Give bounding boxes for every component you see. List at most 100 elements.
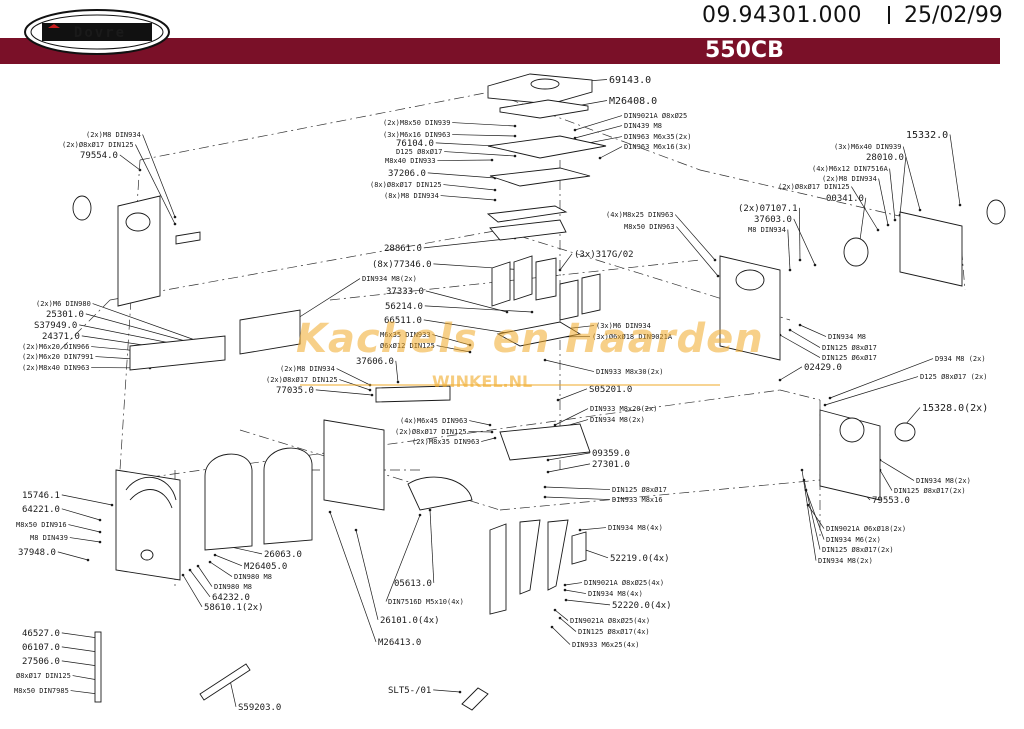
part-label: (3x)M6 DIN934	[596, 322, 651, 330]
part-label: 02429.0	[804, 363, 842, 373]
leader-line	[565, 599, 611, 606]
leader-line	[443, 184, 496, 191]
leader-line	[69, 537, 101, 543]
part-label: D934 M8 (2x)	[935, 355, 986, 363]
leader-line	[329, 511, 377, 642]
leader-line	[440, 195, 496, 201]
leader-dot	[490, 158, 494, 162]
leader-dot	[98, 518, 102, 522]
leader-line	[779, 334, 821, 358]
right-cover-disc	[894, 422, 916, 442]
leader-dot	[550, 625, 554, 629]
leader-line	[554, 408, 589, 426]
air-control-bar	[129, 335, 226, 371]
part-label: M6x35 DIN933	[380, 331, 431, 339]
leader-line	[564, 582, 583, 586]
leader-dot	[573, 128, 577, 132]
leader-line	[574, 125, 623, 139]
leader-line	[787, 229, 791, 271]
part-label: DIN934 M8(4x)	[608, 524, 663, 532]
leader-line	[336, 368, 371, 386]
baffle-strip-2	[489, 219, 567, 241]
leader-dot	[716, 274, 720, 278]
leg-bracket	[571, 531, 587, 565]
part-label: 27301.0	[592, 460, 630, 470]
part-label: 66511.0	[384, 316, 422, 326]
leader-dot	[800, 468, 804, 472]
door-glass-left	[204, 453, 253, 551]
leader-dot	[918, 208, 922, 212]
leader-dot	[553, 423, 557, 427]
firebrick-1	[491, 261, 511, 307]
leader-line	[559, 617, 577, 632]
part-label: 79553.0	[872, 496, 910, 506]
glass-panel	[323, 419, 385, 511]
leader-line	[789, 329, 821, 348]
assembly-line	[779, 389, 821, 401]
part-label: DIN934 M8(2x)	[818, 557, 873, 565]
part-label: D125 Ø8xØ17 (2x)	[920, 373, 987, 381]
assembly-line	[499, 479, 821, 511]
part-label: 69143.0	[609, 75, 651, 86]
leader-dot	[513, 124, 517, 128]
leader-dot	[543, 358, 547, 362]
leader-line	[424, 305, 533, 313]
top-plate-opening	[530, 78, 560, 90]
part-label: S59203.0	[238, 703, 281, 713]
leader-dot	[788, 328, 792, 332]
leader-dot	[530, 310, 534, 314]
part-label: (3x)M6x40 DIN939	[834, 143, 901, 151]
door-glass-right	[263, 447, 313, 545]
leader-dot	[493, 188, 497, 192]
part-label: (2x)Ø8xØ17 DIN125	[778, 183, 850, 191]
leader-line	[899, 156, 907, 216]
left-side-opening	[125, 212, 151, 232]
leader-dot	[505, 310, 509, 314]
leader-dot	[418, 513, 422, 517]
leader-dot	[823, 403, 827, 407]
watermark-subtext: WINKEL.NL	[432, 372, 533, 391]
leader-dot	[798, 258, 802, 262]
part-label: 24371.0	[42, 332, 80, 342]
leader-line	[385, 514, 421, 602]
leader-dot	[490, 430, 494, 434]
part-label: 26063.0	[264, 550, 302, 560]
spindle-rod	[94, 631, 102, 703]
part-label: (3x)M6x16 DIN963	[383, 131, 450, 139]
firebrick-3	[535, 257, 557, 301]
assembly-line	[109, 229, 501, 301]
leg-3	[547, 519, 569, 591]
leg-1	[489, 523, 507, 615]
part-label: (2x)M6 DIN980	[36, 300, 91, 308]
part-label: DIN933 M8x16	[612, 496, 663, 504]
part-label: (2x)M8 DIN934	[280, 365, 335, 373]
leader-line	[799, 207, 801, 261]
part-label: DIN7516D M5x10(4x)	[388, 598, 464, 606]
part-label: DIN980 M8	[214, 583, 252, 591]
part-label: M8 DIN934	[748, 226, 786, 234]
part-label: (8x)M8 DIN934	[384, 192, 439, 200]
part-label: (4x)M8x25 DIN963	[606, 211, 673, 219]
leader-line	[135, 144, 176, 225]
leader-line	[547, 463, 591, 473]
part-label: DIN934 M8	[828, 333, 866, 341]
leader-dot	[468, 350, 472, 354]
leader-line	[803, 479, 821, 550]
part-label: 09359.0	[592, 449, 630, 459]
leader-dot	[181, 573, 185, 577]
leader-line	[599, 146, 623, 159]
header: Dovre 09.94301.000 25/02/99 550CB	[0, 0, 1024, 64]
leader-line	[551, 626, 571, 645]
leader-dot	[798, 323, 802, 327]
leader-dot	[713, 258, 717, 262]
leader-dot	[396, 380, 400, 384]
leader-dot	[778, 378, 782, 382]
leader-line	[72, 675, 99, 681]
leader-dot	[513, 134, 517, 138]
rear-plate	[899, 211, 963, 287]
leader-line	[859, 197, 867, 241]
header-separator	[888, 6, 890, 24]
leader-line	[544, 359, 595, 372]
leader-line	[879, 469, 893, 491]
part-label: 06107.0	[22, 643, 60, 653]
